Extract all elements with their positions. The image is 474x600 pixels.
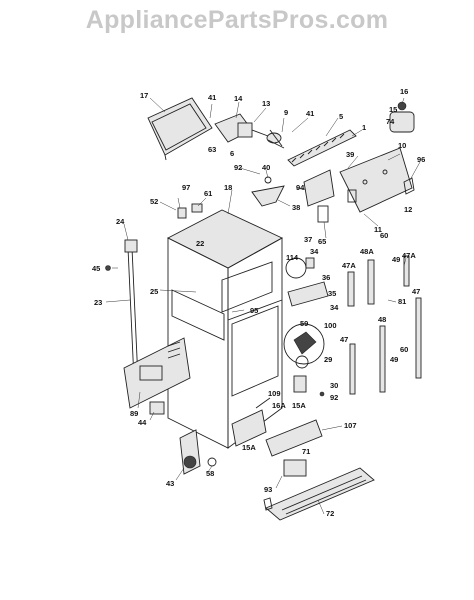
- callout-96: 96: [417, 155, 425, 164]
- callout-36: 36: [322, 273, 330, 282]
- callout-15A-right: 15A: [292, 401, 306, 410]
- relay-block: [149, 401, 165, 415]
- callout-109: 109: [268, 389, 281, 398]
- callout-49-lower: 49: [390, 355, 398, 364]
- callout-39: 39: [346, 150, 354, 159]
- callout-18: 18: [224, 183, 232, 192]
- refrigerator-cabinet: [167, 209, 283, 449]
- callout-97: 97: [182, 183, 190, 192]
- callout-9: 9: [284, 108, 288, 117]
- watermark-text: AppliancePartsPros.com: [85, 6, 389, 34]
- roller-bracket: [179, 429, 217, 475]
- evaporator-coil: [287, 129, 357, 167]
- callout-59: 59: [300, 319, 308, 328]
- callout-72: 72: [326, 509, 334, 518]
- clip-part: [403, 177, 415, 195]
- fan-motor-assembly: [214, 113, 285, 149]
- callout-25: 25: [150, 287, 158, 296]
- screw-93: [263, 497, 273, 511]
- callout-41: 41: [208, 93, 216, 102]
- door-hinge-rod: [124, 239, 139, 381]
- callout-94: 94: [296, 183, 305, 192]
- callout-89: 89: [130, 409, 138, 418]
- callout-30: 30: [330, 381, 338, 390]
- evaporator-bracket: [303, 169, 335, 223]
- rear-bracket-panel: [339, 147, 413, 213]
- front-tube-assembly: [231, 397, 323, 457]
- leader-lines: [105, 97, 421, 515]
- callout-11: 11: [374, 225, 382, 234]
- callout-22: 22: [196, 239, 204, 248]
- callout-24: 24: [116, 217, 125, 226]
- callout-15: 15: [389, 105, 397, 114]
- callout-17: 17: [140, 91, 148, 100]
- screw-45: [105, 265, 111, 271]
- callout-14: 14: [234, 94, 243, 103]
- callout-93: 93: [264, 485, 272, 494]
- callout-48: 48: [378, 315, 386, 324]
- callout-81: 81: [398, 297, 406, 306]
- callout-65: 65: [318, 237, 326, 246]
- callout-63: 63: [208, 145, 216, 154]
- callout-100: 100: [324, 321, 337, 330]
- callout-61: 61: [204, 189, 212, 198]
- control-panel: [123, 337, 191, 409]
- callout-6: 6: [230, 149, 234, 158]
- callout-48A: 48A: [360, 247, 374, 256]
- evaporator-cover-panel: [147, 97, 213, 161]
- callout-10: 10: [398, 141, 406, 150]
- callout-92-lower: 92: [330, 393, 338, 402]
- callout-47-right: 47: [412, 287, 420, 296]
- callout-71: 71: [302, 447, 310, 456]
- callout-34-lower: 34: [330, 303, 339, 312]
- callout-43: 43: [166, 479, 174, 488]
- callout-34: 34: [310, 247, 319, 256]
- kickplate-grille: [265, 459, 375, 521]
- callout-47A-lower: 47A: [342, 261, 356, 270]
- callout-92: 92: [234, 163, 242, 172]
- callout-12: 12: [404, 205, 412, 214]
- drain-funnel: [251, 176, 285, 207]
- callout-74: 74: [386, 117, 395, 126]
- callout-49: 49: [392, 255, 400, 264]
- callout-37: 37: [304, 235, 312, 244]
- callout-41b: 41: [306, 109, 314, 118]
- callout-60-lower: 60: [400, 345, 408, 354]
- callout-16: 16: [400, 87, 408, 96]
- callout-23: 23: [94, 298, 102, 307]
- callout-47-mid: 47: [340, 335, 348, 344]
- door-strips: [347, 255, 422, 395]
- callout-38: 38: [292, 203, 300, 212]
- callout-5: 5: [339, 112, 343, 121]
- callout-107: 107: [344, 421, 357, 430]
- callout-1: 1: [362, 123, 366, 132]
- callout-47A-upper: 47A: [402, 251, 416, 260]
- damper-control: [389, 101, 415, 133]
- callout-114: 114: [286, 253, 299, 262]
- callout-45: 45: [92, 264, 100, 273]
- light-socket-bracket: [177, 203, 203, 219]
- callout-52: 52: [150, 197, 158, 206]
- callout-60: 60: [380, 231, 388, 240]
- callout-95: 95: [250, 306, 258, 315]
- callout-15A-left: 15A: [242, 443, 256, 452]
- callout-35: 35: [328, 289, 336, 298]
- leveling-leg: [293, 355, 325, 397]
- callout-44: 44: [138, 418, 147, 427]
- callout-13: 13: [262, 99, 270, 108]
- callout-labels: 17 41 14 13 9 41 5 16 15 74 63 6 1 10 96…: [92, 87, 425, 518]
- callout-58: 58: [206, 469, 214, 478]
- callout-40: 40: [262, 163, 270, 172]
- callout-29: 29: [324, 355, 332, 364]
- hinge-cup-assembly: [285, 257, 329, 307]
- callout-16A: 16A: [272, 401, 286, 410]
- door-hinge-cover: [283, 323, 325, 365]
